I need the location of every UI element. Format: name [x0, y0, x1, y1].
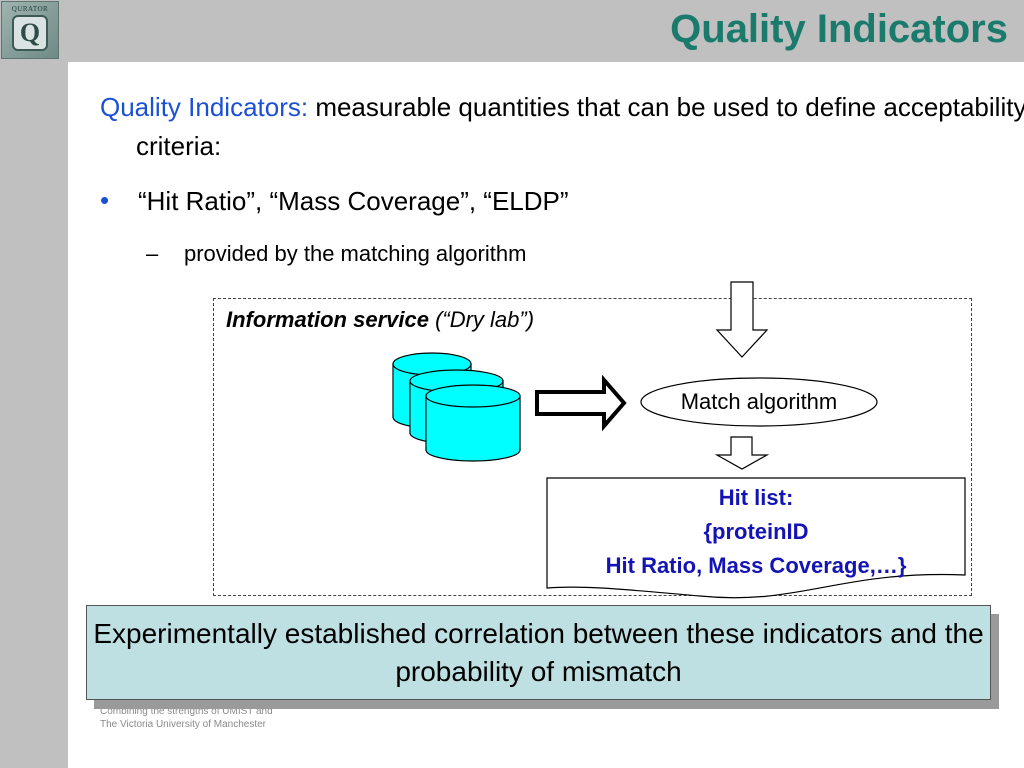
sub-bullet-item: – provided by the matching algorithm	[146, 241, 526, 267]
information-service-box	[213, 298, 972, 596]
bullet-text: “Hit Ratio”, “Mass Coverage”, “ELDP”	[138, 186, 569, 216]
callout-box: Experimentally established correlation b…	[86, 605, 991, 700]
logo-text: QURATOR	[11, 5, 49, 13]
database-icon	[392, 352, 521, 462]
match-algorithm-ellipse	[640, 377, 878, 427]
footer-text: Combining the strengths of UMIST and The…	[100, 705, 360, 731]
right-arrow-icon	[535, 374, 627, 432]
information-service-title-bold: Information service	[226, 307, 429, 332]
sub-bullet-text: provided by the matching algorithm	[184, 241, 527, 266]
logo-q-icon: Q	[12, 15, 48, 51]
qurator-logo: QURATOR Q	[1, 1, 59, 59]
input-arrow-icon	[715, 281, 769, 358]
intro-definition: measurable quantities that can be used t…	[136, 92, 1024, 161]
hit-list-line1: Hit list:	[718, 485, 794, 510]
footer-line1: Combining the strengths of UMIST and	[100, 706, 273, 717]
footer-line2: The Victoria University of Manchester	[100, 719, 266, 730]
hit-list-document	[546, 477, 966, 599]
intro-term: Quality Indicators:	[100, 92, 309, 122]
hit-list-text: Hit list: {proteinID Hit Ratio, Mass Cov…	[548, 481, 964, 583]
bullet-dot-icon: •	[100, 185, 110, 215]
down-arrow-icon	[714, 436, 770, 470]
header-bar	[0, 0, 1024, 62]
information-service-title: Information service (“Dry lab”)	[226, 307, 534, 333]
match-algorithm-label: Match algorithm	[680, 389, 838, 414]
dash-icon: –	[146, 241, 159, 266]
information-service-title-rest: (“Dry lab”)	[428, 307, 535, 332]
side-bar	[0, 0, 68, 768]
page-title: Quality Indicators	[670, 7, 1008, 51]
intro-paragraph: Quality Indicators: measurable quantitie…	[100, 88, 1024, 166]
database-cylinder-front	[425, 384, 521, 462]
hit-list-line2: {proteinID	[703, 519, 809, 544]
hit-list-line3: Hit Ratio, Mass Coverage,…}	[605, 553, 907, 578]
